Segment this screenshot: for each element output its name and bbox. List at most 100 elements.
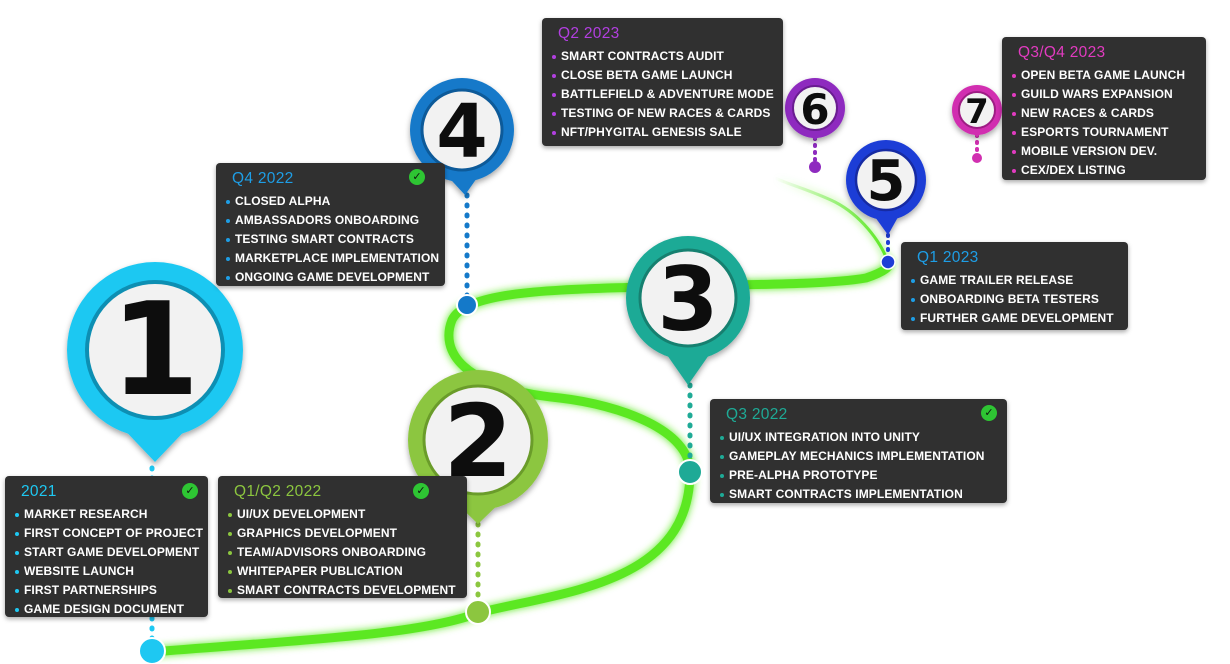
road-node-4 [456,294,478,316]
map-pin-5: 5 [846,140,926,235]
milestone-item-text: TEAM/ADVISORS ONBOARDING [237,545,427,559]
milestone-item-text: MARKET RESEARCH [24,507,148,521]
bullet-dot [911,279,915,283]
bullet-dot [1012,112,1016,116]
map-pin-7: 7 [952,85,1002,137]
milestone-item-text: WHITEPAPER PUBLICATION [237,564,403,578]
milestone-list-2: UI/UX DEVELOPMENT GRAPHICS DEVELOPMENT TEA… [228,505,457,600]
bullet-dot [1012,74,1016,78]
road-node-3 [677,459,703,485]
milestone-title-4: Q4 2022 [232,170,294,187]
bullet-dot [228,513,232,517]
milestone-list-7: OPEN BETA GAME LAUNCH GUILD WARS EXPANSIO… [1012,66,1196,180]
pin-number-6: 6 [800,85,829,134]
map-pin-2: 2 [408,370,548,524]
bullet-dot [226,276,230,280]
milestone-item-text: SMART CONTRACTS DEVELOPMENT [237,583,456,597]
milestone-item: SMART CONTRACTS AUDIT [552,47,773,66]
milestone-item: CLOSED ALPHA [226,192,435,211]
milestone-item: START GAME DEVELOPMENT [15,543,200,562]
milestone-item-text: ONBOARDING BETA TESTERS [920,292,1099,306]
milestone-item: NEW RACES & CARDS [1012,104,1196,123]
milestone-title-6: Q2 2023 [558,25,620,42]
milestone-item: TESTING OF NEW RACES & CARDS [552,104,773,123]
milestone-item-text: UI/UX INTEGRATION INTO UNITY [729,430,921,444]
milestone-item: FIRST PARTNERSHIPS [15,581,198,600]
milestone-item: CLOSE BETA GAME LAUNCH [552,66,773,85]
pin-number-7: 7 [965,92,989,132]
map-pin-1: 1 [67,262,243,462]
bullet-dot [1012,131,1016,135]
milestone-item: MARKET RESEARCH [15,505,198,524]
milestone-item: TEAM/ADVISORS ONBOARDING [228,543,457,562]
pin-number-5: 5 [867,149,906,214]
map-pin-3: 3 [626,236,750,385]
milestone-item: OPEN BETA GAME LAUNCH [1012,66,1196,85]
milestone-item-text: SMART CONTRACTS IMPLEMENTATION [729,487,963,501]
check-icon: ✓ [182,483,198,499]
road-node-7 [972,153,982,163]
milestone-item-text: CLOSED ALPHA [235,194,331,208]
milestone-item: FIRST CONCEPT OF PROJECT [15,524,203,543]
bullet-dot [15,513,19,517]
milestone-title-5: Q1 2023 [917,249,979,266]
milestone-item: FURTHER GAME DEVELOPMENT [911,309,1118,328]
bullet-dot [226,257,230,261]
milestone-item-text: START GAME DEVELOPMENT [24,545,200,559]
milestone-item-text: SMART CONTRACTS AUDIT [561,49,724,63]
road-node-2 [465,599,491,625]
milestone-card-2: Q1/Q2 2022 ✓ UI/UX DEVELOPMENT GRAPHICS D… [218,476,467,598]
bullet-dot [911,298,915,302]
milestone-item: SMART CONTRACTS DEVELOPMENT [228,581,457,600]
milestone-list-5: GAME TRAILER RELEASE ONBOARDING BETA TEST… [911,271,1118,328]
milestone-item-text: ESPORTS TOURNAMENT [1021,125,1169,139]
bullet-dot [228,570,232,574]
milestone-title-3: Q3 2022 [726,406,788,423]
milestone-item-text: UI/UX DEVELOPMENT [237,507,366,521]
milestone-item-text: AMBASSADORS ONBOARDING [235,213,420,227]
milestone-card-7: Q3/Q4 2023 OPEN BETA GAME LAUNCH GUILD WA… [1002,37,1206,180]
milestone-item-text: TESTING SMART CONTRACTS [235,232,414,246]
milestone-item: ONGOING GAME DEVELOPMENT [226,268,435,287]
milestone-item-text: PRE-ALPHA PROTOTYPE [729,468,878,482]
milestone-title-7: Q3/Q4 2023 [1018,44,1106,61]
milestone-card-3: Q3 2022 ✓ UI/UX INTEGRATION INTO UNITY GA… [710,399,1007,503]
pin-number-3: 3 [657,248,718,351]
bullet-dot [228,589,232,593]
bullet-dot [911,317,915,321]
bullet-dot [552,74,556,78]
milestone-item-text: NFT/PHYGITAL GENESIS SALE [561,125,742,139]
milestone-title-1: 2021 [21,483,57,500]
bullet-dot [15,551,19,555]
milestone-item-text: GUILD WARS EXPANSION [1021,87,1173,101]
milestone-item-text: NEW RACES & CARDS [1021,106,1155,120]
map-pin-4: 4 [410,78,514,195]
milestone-item-text: MOBILE VERSION DEV. [1021,144,1158,158]
milestone-title-2: Q1/Q2 2022 [234,483,322,500]
milestone-item-text: ONGOING GAME DEVELOPMENT [235,270,430,284]
check-icon: ✓ [413,483,429,499]
bullet-dot [228,532,232,536]
bullet-dot [552,55,556,59]
milestone-item: WEBSITE LAUNCH [15,562,198,581]
milestone-item: TESTING SMART CONTRACTS [226,230,435,249]
bullet-dot [1012,169,1016,173]
milestone-list-3: UI/UX INTEGRATION INTO UNITY GAMEPLAY MEC… [720,428,997,504]
milestone-item-text: FURTHER GAME DEVELOPMENT [920,311,1114,325]
milestone-card-1: 2021 ✓ MARKET RESEARCH FIRST CONCEPT OF P… [5,476,208,617]
milestone-item: GUILD WARS EXPANSION [1012,85,1196,104]
milestone-item-text: MARKETPLACE IMPLEMENTATION [235,251,440,265]
milestone-item-text: GRAPHICS DEVELOPMENT [237,526,398,540]
pin-number-1: 1 [110,276,199,425]
check-icon: ✓ [981,405,997,421]
check-icon: ✓ [409,169,425,185]
milestone-list-1: MARKET RESEARCH FIRST CONCEPT OF PROJECT S… [15,505,203,619]
milestone-item-text: CEX/DEX LISTING [1021,163,1126,177]
milestone-item: MARKETPLACE IMPLEMENTATION [226,249,439,268]
milestone-item: ONBOARDING BETA TESTERS [911,290,1118,309]
milestone-item-text: GAMEPLAY MECHANICS IMPLEMENTATION [729,449,985,463]
map-pin-6: 6 [785,78,845,140]
milestone-item: GAME TRAILER RELEASE [911,271,1118,290]
milestone-item: BATTLEFIELD & ADVENTURE MODE [552,85,774,104]
